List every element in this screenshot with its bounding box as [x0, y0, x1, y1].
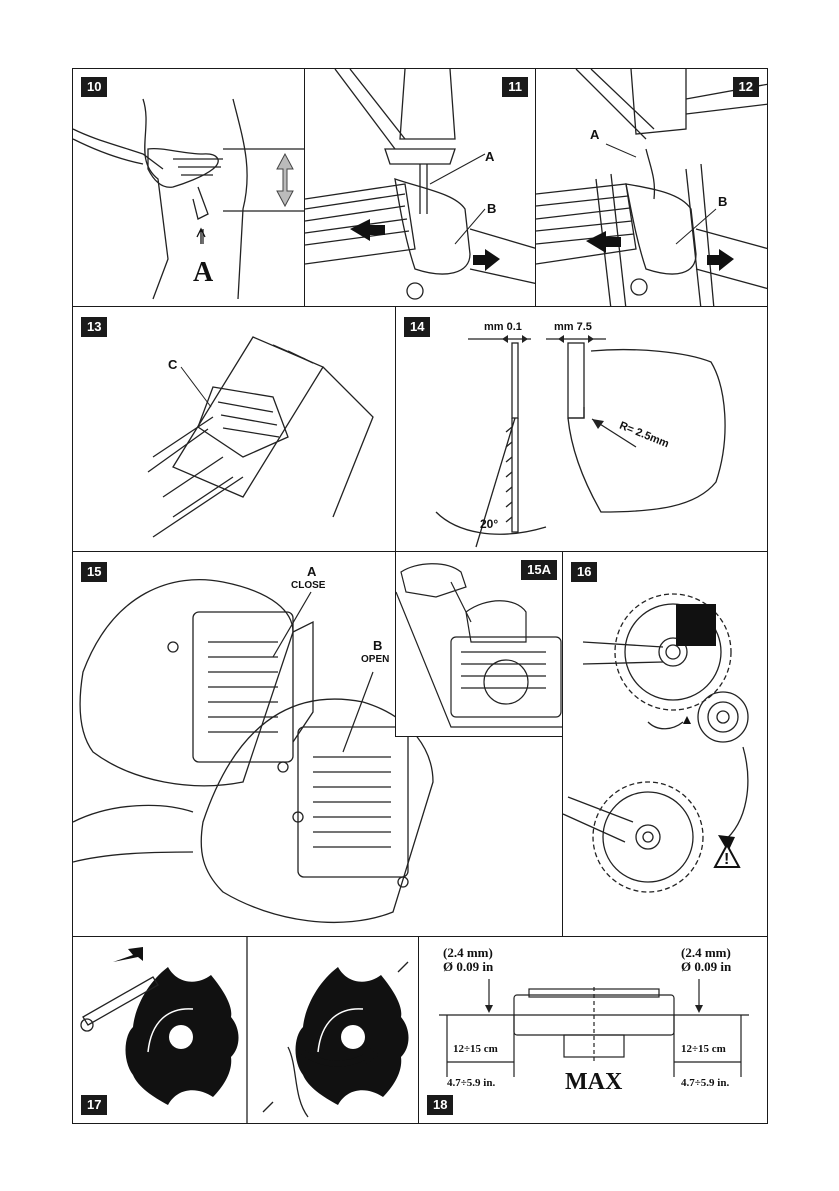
open-label: OPEN [361, 654, 389, 665]
panel-16: 16 ! [562, 551, 768, 938]
left-length-cm: 12÷15 cm [453, 1043, 498, 1055]
panel-number: 16 [571, 562, 597, 582]
panel-number: 13 [81, 317, 107, 337]
label-b: B [718, 194, 727, 209]
label-b: B [487, 201, 496, 216]
panel-18: 18 (2.4 mm) Ø 0.09 in (2.4 mm) Ø 0.09 in… [418, 936, 768, 1124]
label-a: A [485, 149, 494, 164]
illustration-strap-hook-attached [536, 69, 768, 308]
illustration-buckle [73, 307, 397, 553]
illustration-blade-mount: ! [563, 552, 768, 938]
panel-number: 12 [733, 77, 759, 97]
panel-15a: 15A [395, 551, 564, 737]
illustration-strap-hook [305, 69, 537, 308]
max-label: MAX [565, 1069, 622, 1096]
panel-10: 10 A [72, 68, 306, 308]
close-label: CLOSE [291, 580, 325, 591]
left-length-in: 4.7÷5.9 in. [447, 1077, 495, 1089]
label-a: A [193, 257, 213, 289]
label-c: C [168, 357, 177, 372]
angle-label: 20° [480, 517, 498, 531]
panel-12: 12 A B [535, 68, 768, 308]
panel-number: 15 [81, 562, 107, 582]
panel-14: 14 mm 0.1 mm 7.5 R= 2.5mm 20° [395, 306, 768, 553]
panel-number: 10 [81, 77, 107, 97]
label-b: B [373, 638, 382, 653]
panel-number: 14 [404, 317, 430, 337]
panel-17: 17 [72, 936, 420, 1124]
dim-left: mm 0.1 [484, 321, 522, 333]
right-line-diameter-in: Ø 0.09 in [681, 959, 731, 975]
panel-13: 13 C [72, 306, 397, 553]
warning-icon: ! [724, 851, 729, 868]
right-length-in: 4.7÷5.9 in. [681, 1077, 729, 1089]
left-line-diameter-in: Ø 0.09 in [443, 959, 493, 975]
label-a: A [590, 127, 599, 142]
panel-number: 11 [502, 77, 528, 97]
panel-number: 18 [427, 1095, 453, 1115]
label-a: A [307, 564, 316, 579]
right-length-cm: 12÷15 cm [681, 1043, 726, 1055]
illustration-four-tooth-blade [73, 937, 420, 1124]
panel-number: 15A [521, 560, 557, 580]
illustration-blade-sharpening [396, 307, 768, 553]
illustration-harness-adjust [73, 69, 306, 308]
panel-number: 17 [81, 1095, 107, 1115]
panel-11: 11 A B [304, 68, 537, 308]
dim-right: mm 7.5 [554, 321, 592, 333]
